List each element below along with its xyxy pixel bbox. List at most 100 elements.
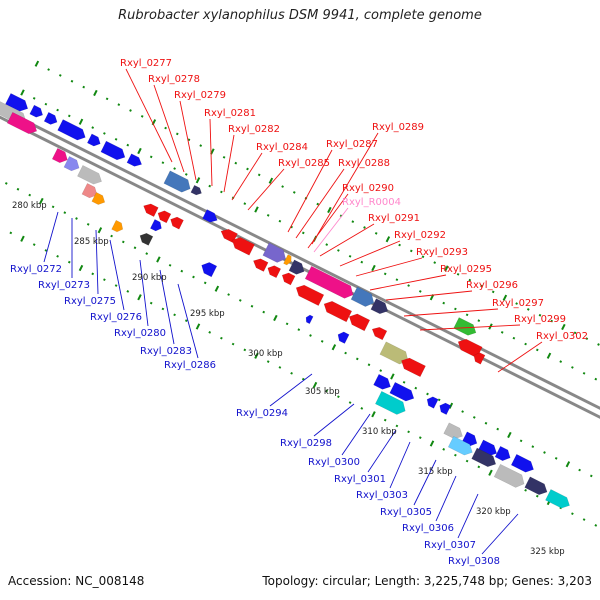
gene-arrow	[281, 272, 296, 286]
tick-mark	[465, 313, 469, 317]
tick-mark	[418, 436, 422, 439]
gene-arrow	[111, 219, 124, 233]
gene-arrow	[304, 265, 354, 299]
tick-mark	[507, 431, 512, 439]
tick-mark	[454, 307, 457, 311]
tick-mark	[325, 389, 329, 393]
tick-mark	[421, 255, 425, 259]
tick-mark	[208, 184, 212, 188]
tick-mark	[512, 336, 516, 340]
gene-label-forward: Rxyl_0290	[342, 183, 394, 194]
gene-label-forward: Rxyl_0284	[256, 142, 308, 153]
gene-arrow	[401, 357, 426, 378]
gene-label-reverse: Rxyl_0273	[38, 280, 90, 291]
tick-mark	[309, 334, 312, 337]
tick-mark	[407, 430, 410, 434]
gene-arrow	[443, 422, 463, 440]
tick-mark	[250, 304, 254, 308]
gene-arrow	[453, 317, 477, 336]
gene-arrow	[77, 165, 102, 185]
tick-mark	[500, 331, 504, 334]
gene-arrow	[6, 111, 38, 135]
gene-arrow	[57, 119, 86, 141]
gene-label-forward: Rxyl_0292	[394, 230, 446, 241]
gene-arrow	[545, 489, 570, 509]
gene-arrow	[473, 352, 486, 365]
gene-label-reverse: Rxyl_0283	[140, 346, 192, 357]
gene-label-reverse: Rxyl_0300	[308, 457, 360, 468]
tick-mark	[67, 114, 71, 118]
tick-mark	[461, 410, 464, 413]
leader-line	[159, 269, 175, 345]
gene-label-forward: Rxyl_0281	[204, 108, 256, 119]
gene-arrow	[157, 210, 172, 224]
tick-mark	[444, 265, 449, 272]
tick-mark	[559, 360, 563, 363]
tick-mark	[78, 118, 84, 125]
tick-mark	[32, 243, 36, 246]
tick-mark	[442, 301, 446, 305]
tick-mark	[402, 380, 406, 384]
tick-mark	[316, 202, 320, 206]
leader-line	[355, 257, 423, 277]
tick-mark	[180, 269, 184, 273]
tick-mark	[491, 290, 495, 294]
gene-arrow	[283, 254, 292, 266]
tick-mark	[227, 293, 230, 296]
tick-mark	[472, 416, 476, 419]
tick-mark	[297, 328, 301, 331]
tick-mark	[257, 173, 261, 177]
tick-mark	[195, 177, 201, 184]
tick-mark	[173, 167, 176, 170]
tick-mark	[173, 313, 176, 317]
tick-mark	[70, 79, 74, 83]
gene-label-forward: Rxyl_0299	[514, 314, 566, 325]
tick-mark	[292, 191, 296, 194]
tick-mark	[273, 314, 278, 322]
tick-mark	[110, 234, 113, 238]
gene-label-forward: Rxyl_0302	[536, 331, 588, 342]
gene-arrow	[163, 170, 191, 193]
tick-mark	[203, 281, 207, 285]
tick-mark	[82, 85, 86, 89]
tick-mark	[56, 108, 59, 112]
tick-mark	[363, 226, 366, 229]
gene-arrow	[143, 203, 159, 217]
tick-mark	[231, 342, 235, 346]
tick-mark	[243, 348, 247, 352]
gene-label-forward: Rxyl_0288	[338, 158, 390, 169]
tick-mark	[585, 337, 589, 340]
leader-line	[231, 152, 263, 201]
tick-mark	[524, 342, 527, 346]
tick-mark	[561, 323, 566, 331]
gene-arrow	[471, 447, 497, 468]
gene-label-forward: Rxyl_R0004	[342, 197, 401, 208]
gene-arrow	[81, 183, 98, 199]
tick-mark	[103, 132, 106, 135]
tick-mark	[348, 254, 352, 258]
tick-mark	[409, 249, 413, 253]
tick-mark	[222, 155, 226, 159]
kbp-label: 300 kbp	[248, 349, 283, 359]
tick-mark	[137, 294, 142, 301]
tick-mark	[480, 284, 483, 288]
tick-mark	[538, 313, 542, 317]
tick-mark	[175, 132, 179, 136]
gene-label-forward: Rxyl_0277	[120, 58, 172, 69]
leader-line	[307, 193, 349, 249]
tick-mark	[20, 235, 25, 242]
tick-mark	[390, 373, 395, 380]
tick-mark	[220, 336, 223, 340]
tick-mark	[4, 182, 8, 185]
tick-mark	[531, 445, 535, 448]
gene-label-reverse: Rxyl_0305	[380, 507, 432, 518]
tick-mark	[597, 343, 600, 346]
gene-arrow	[348, 313, 371, 332]
tick-mark	[278, 219, 282, 223]
tick-mark	[519, 439, 523, 443]
gene-arrow	[262, 242, 286, 263]
tick-layer	[4, 60, 600, 527]
leader-line	[385, 290, 473, 301]
